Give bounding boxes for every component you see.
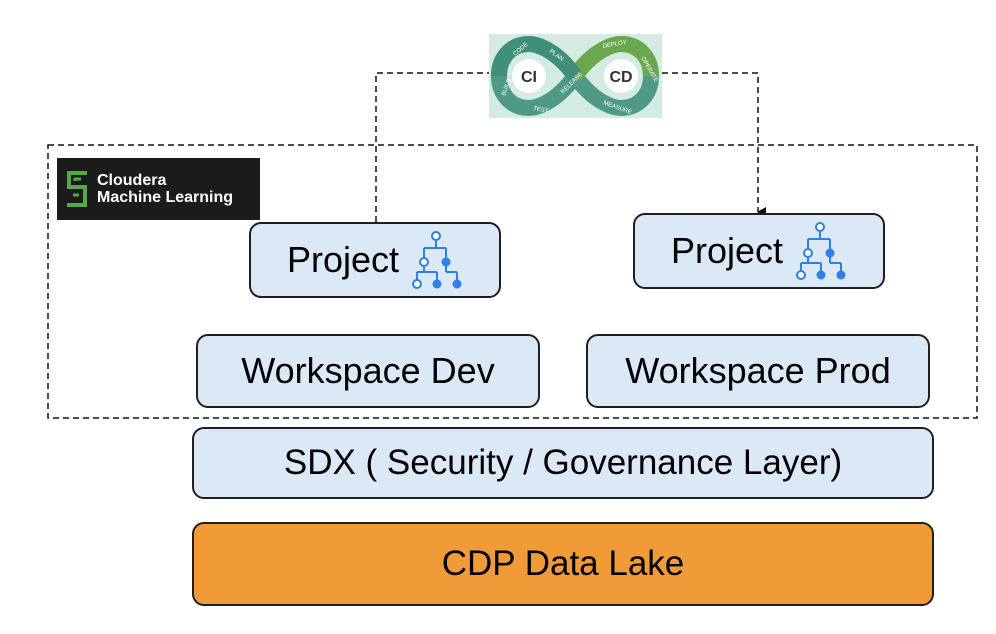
cloudera-ml-logo: Cloudera Machine Learning <box>57 158 260 220</box>
project-dev-label: Project <box>286 239 400 280</box>
cicd-logo: CI CD CODE PLAN BUILD TEST RELEASE DEPLO… <box>489 34 662 118</box>
sdx-layer-box[interactable]: SDX ( Security / Governance Layer) <box>192 427 934 499</box>
sdx-layer-label: SDX ( Security / Governance Layer) <box>283 443 843 482</box>
stage-build: BUILD <box>501 77 513 96</box>
workspace-dev-box[interactable]: Workspace Dev <box>196 334 540 408</box>
project-dev-box[interactable]: Project <box>249 222 501 298</box>
brand-line-2: Machine Learning <box>97 189 234 206</box>
connector-dev-to-cicd <box>375 72 489 222</box>
workspace-prod-box[interactable]: Workspace Prod <box>586 334 930 408</box>
workspace-dev-label: Workspace Dev <box>241 350 495 391</box>
brand-line-1: Cloudera <box>97 172 167 189</box>
stage-test: TEST <box>533 106 549 115</box>
workspace-prod-label: Workspace Prod <box>625 350 891 391</box>
data-lake-box[interactable]: CDP Data Lake <box>192 522 934 606</box>
ci-label: CI <box>521 69 537 86</box>
connector-cicd-to-prod <box>662 72 766 217</box>
cloudera-s-icon <box>67 171 87 207</box>
cml-boundary <box>47 144 978 419</box>
project-prod-label: Project <box>670 230 784 271</box>
project-prod-box[interactable]: Project <box>633 213 885 289</box>
stage-deploy: DEPLOY <box>602 40 627 50</box>
hierarchy-icon <box>796 222 846 280</box>
cd-label: CD <box>609 69 632 86</box>
data-lake-label: CDP Data Lake <box>441 544 685 583</box>
hierarchy-icon <box>412 231 462 289</box>
